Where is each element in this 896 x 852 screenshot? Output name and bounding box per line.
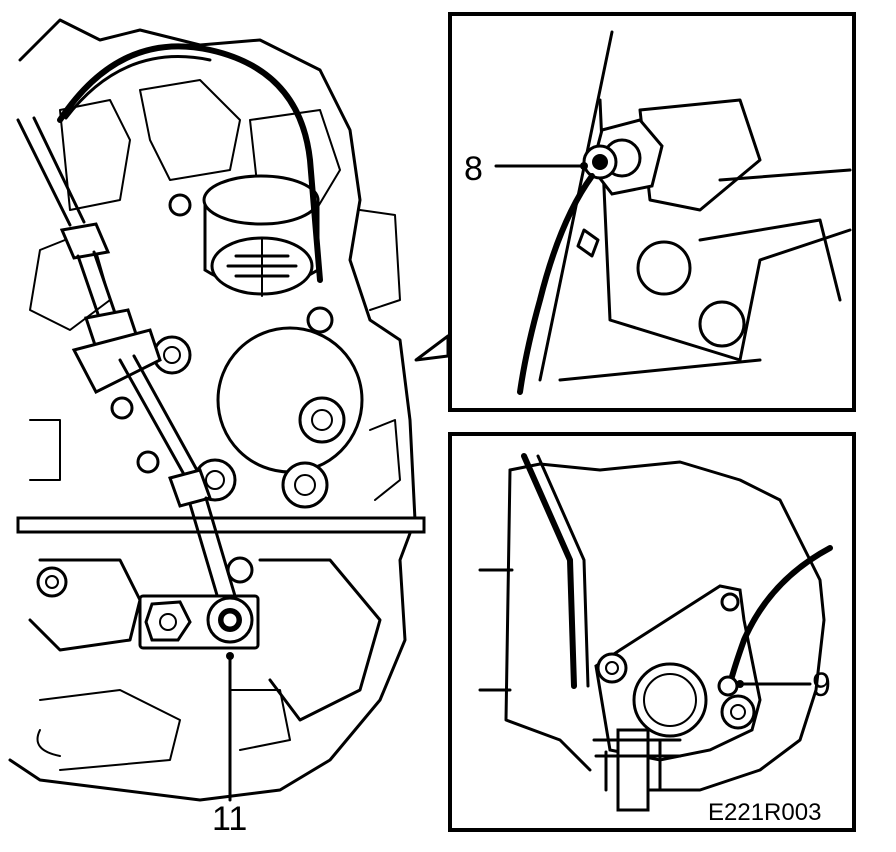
callout-8: 8 [464, 150, 483, 188]
callout-11: 11 [212, 800, 247, 838]
flange-rail [16, 516, 426, 534]
filler-cap [202, 174, 320, 297]
detail-box-top: 8 [448, 12, 856, 412]
cable-bracket [138, 594, 260, 650]
pump-housing [216, 326, 364, 474]
figure-code: E221R003 [708, 799, 821, 826]
vacuum-pipe [57, 43, 323, 283]
selector-cable [16, 116, 240, 614]
main-gearbox-view: 11 [8, 18, 450, 838]
callout-9: 9 [812, 666, 831, 704]
detail-pointer [414, 334, 450, 362]
detail-box-bottom: 9 E221R003 [448, 432, 856, 832]
